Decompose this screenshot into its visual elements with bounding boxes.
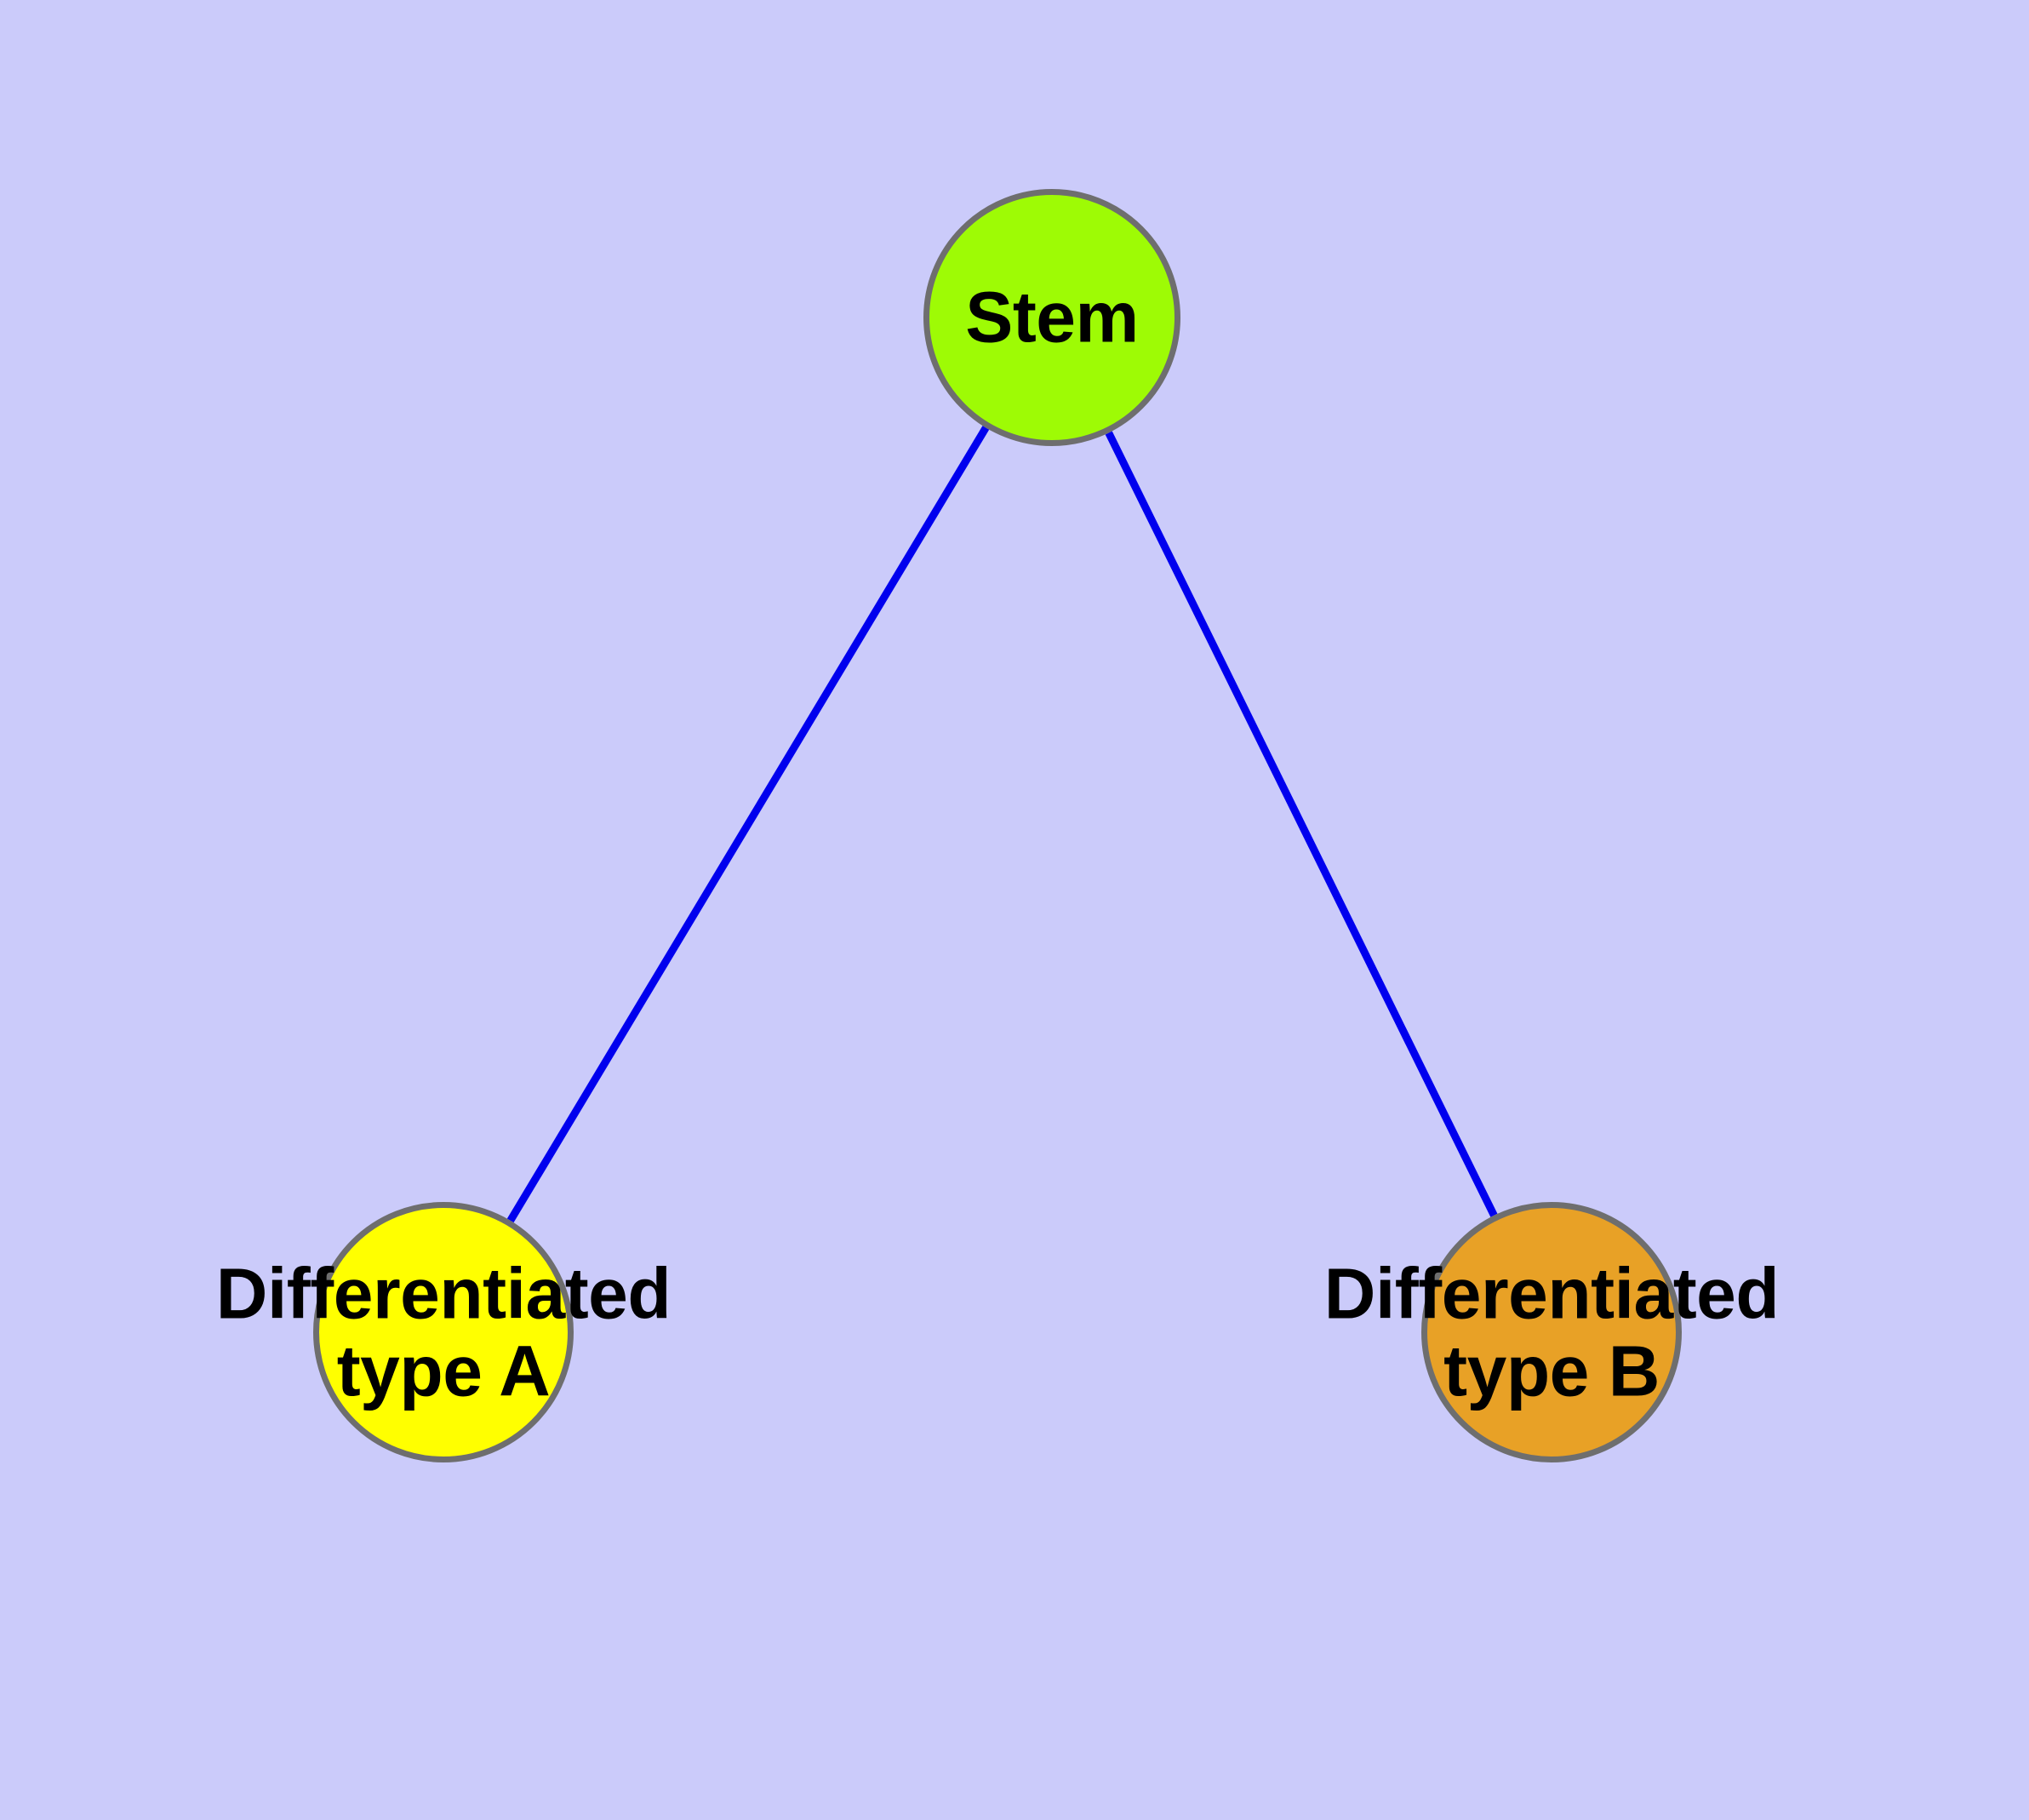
node-differentiated-type-a[interactable] (313, 1202, 574, 1462)
node-stem[interactable] (923, 189, 1180, 446)
edge-stem-diff-a[interactable] (506, 426, 990, 1223)
node-differentiated-type-b[interactable] (1421, 1202, 1682, 1462)
edge-stem-diff-b[interactable] (1105, 431, 1498, 1217)
